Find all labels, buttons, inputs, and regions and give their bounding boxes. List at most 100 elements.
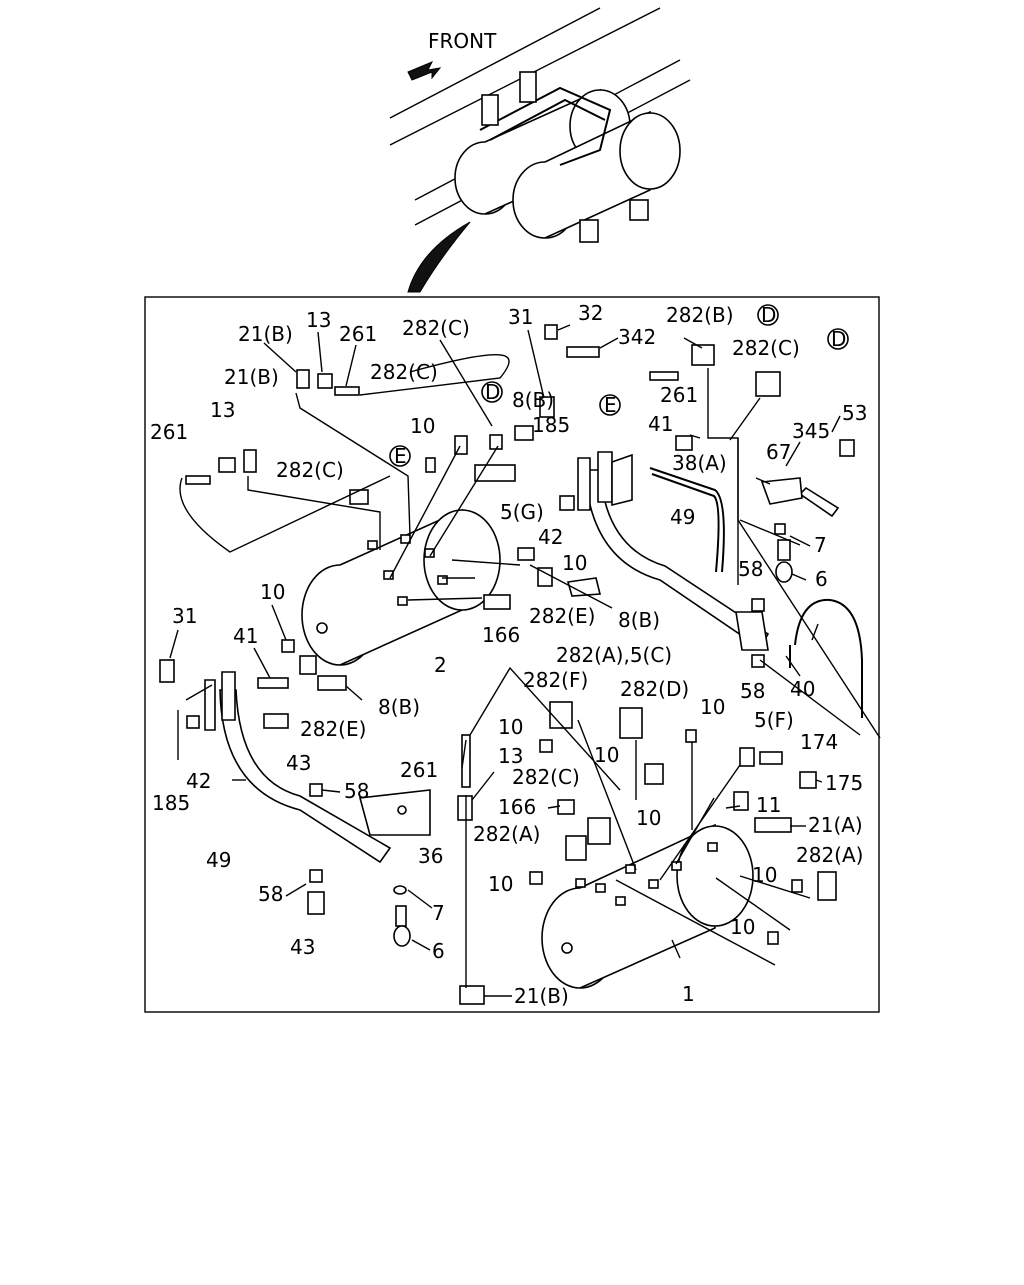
callout-label: 10 (594, 743, 619, 767)
callout-label: 261 (339, 322, 377, 346)
air-tank-1 (541, 823, 754, 989)
callout-label: 5(F) (754, 708, 794, 732)
callout-label: 166 (498, 795, 536, 819)
right-bracket-49 (577, 451, 770, 651)
circle-label: E (394, 444, 407, 468)
detail-frame (144, 296, 880, 1013)
circle-label: E (604, 393, 617, 417)
callout-labels: 21(B) 13 261 282(C) 31 32 342 282(B) 282… (150, 301, 867, 1008)
callout-label: 31 (172, 604, 197, 628)
callout-label: 31 (508, 305, 533, 329)
callout-label: 282(F) (523, 668, 588, 692)
left-bracket-49 (204, 671, 431, 864)
label-leaders (169, 324, 841, 997)
callout-label: 21(B) (238, 322, 293, 346)
callout-label: 2 (434, 653, 447, 677)
overview-inset: FRONT (389, 7, 691, 293)
callout-label: 13 (210, 398, 235, 422)
callout-label: 8(B) (512, 388, 554, 412)
callout-label: 175 (825, 771, 863, 795)
callout-label: 10 (260, 580, 285, 604)
callout-label: 6 (432, 939, 445, 963)
callout-label: 282(A),5(C) (556, 643, 672, 667)
callout-label: 21(B) (514, 984, 569, 1008)
callout-label: 10 (752, 863, 777, 887)
callout-label: 282(C) (512, 765, 580, 789)
callout-label: 282(E) (529, 604, 595, 628)
callout-label: 10 (488, 872, 513, 896)
callout-label: 282(B) (666, 303, 734, 327)
callout-label: 43 (286, 751, 311, 775)
callout-label: 282(A) (796, 843, 863, 867)
callout-label: 166 (482, 623, 520, 647)
callout-label: 13 (306, 308, 331, 332)
circle-marker (757, 304, 779, 326)
callout-label: 282(E) (300, 717, 366, 741)
callout-label: 38(A) (672, 451, 727, 475)
circle-marker (389, 445, 411, 467)
leader-lines (177, 354, 881, 988)
callout-label: 10 (730, 915, 755, 939)
callout-label: 282(D) (620, 677, 689, 701)
front-arrow-icon (407, 61, 442, 81)
callout-label: 10 (700, 695, 725, 719)
callout-label: 43 (290, 935, 315, 959)
callout-label: 49 (670, 505, 695, 529)
callout-label: 8(B) (378, 695, 420, 719)
callout-label: 5(G) (500, 500, 544, 524)
callout-label: 10 (636, 806, 661, 830)
strap-38a (649, 467, 725, 573)
callout-label: 261 (660, 383, 698, 407)
circled-markers: D D D E E (389, 303, 849, 468)
callout-label: 53 (842, 401, 867, 425)
callout-label: 185 (152, 791, 190, 815)
callout-label: 21(B) (224, 365, 279, 389)
callout-label: 10 (562, 551, 587, 575)
callout-label: 282(C) (732, 336, 800, 360)
callout-label: 261 (150, 420, 188, 444)
callout-label: 13 (498, 744, 523, 768)
circle-marker (599, 394, 621, 416)
callout-label: 32 (578, 301, 603, 325)
callout-label: 6 (815, 567, 828, 591)
callout-label: 58 (738, 557, 763, 581)
callout-label: 41 (233, 624, 258, 648)
callout-label: 345 (792, 419, 830, 443)
callout-label: 42 (538, 525, 563, 549)
callout-label: 8(B) (618, 608, 660, 632)
callout-label: 11 (756, 793, 781, 817)
callout-label: 36 (418, 844, 443, 868)
callout-label: 42 (186, 769, 211, 793)
circle-label: D (831, 327, 846, 351)
callout-label: 67 (766, 440, 791, 464)
air-tank-2 (301, 508, 501, 666)
circle-marker (827, 328, 849, 350)
callout-label: 7 (814, 533, 827, 557)
callout-label: 21(A) (808, 813, 863, 837)
callout-label: 282(C) (276, 458, 344, 482)
callout-label: 7 (432, 901, 445, 925)
callout-label: 58 (258, 882, 283, 906)
callout-label: 10 (498, 715, 523, 739)
callout-label: 10 (410, 414, 435, 438)
circle-label: D (485, 380, 500, 404)
bracket-36 (358, 789, 431, 836)
callout-label: 342 (618, 325, 656, 349)
callout-label: 1 (682, 982, 695, 1006)
callout-label: 282(C) (370, 360, 438, 384)
callout-label: 49 (206, 848, 231, 872)
callout-label: 58 (740, 679, 765, 703)
circle-marker (481, 381, 503, 403)
fittings (159, 324, 855, 1005)
callout-label: 282(A) (473, 822, 540, 846)
callout-label: 282(C) (402, 316, 470, 340)
callout-label: 41 (648, 412, 673, 436)
circle-label: D (761, 303, 776, 327)
callout-label: 40 (790, 677, 815, 701)
front-label: FRONT (428, 29, 497, 53)
strap-40 (789, 598, 863, 718)
callout-label: 174 (800, 730, 838, 754)
callout-label: 261 (400, 758, 438, 782)
